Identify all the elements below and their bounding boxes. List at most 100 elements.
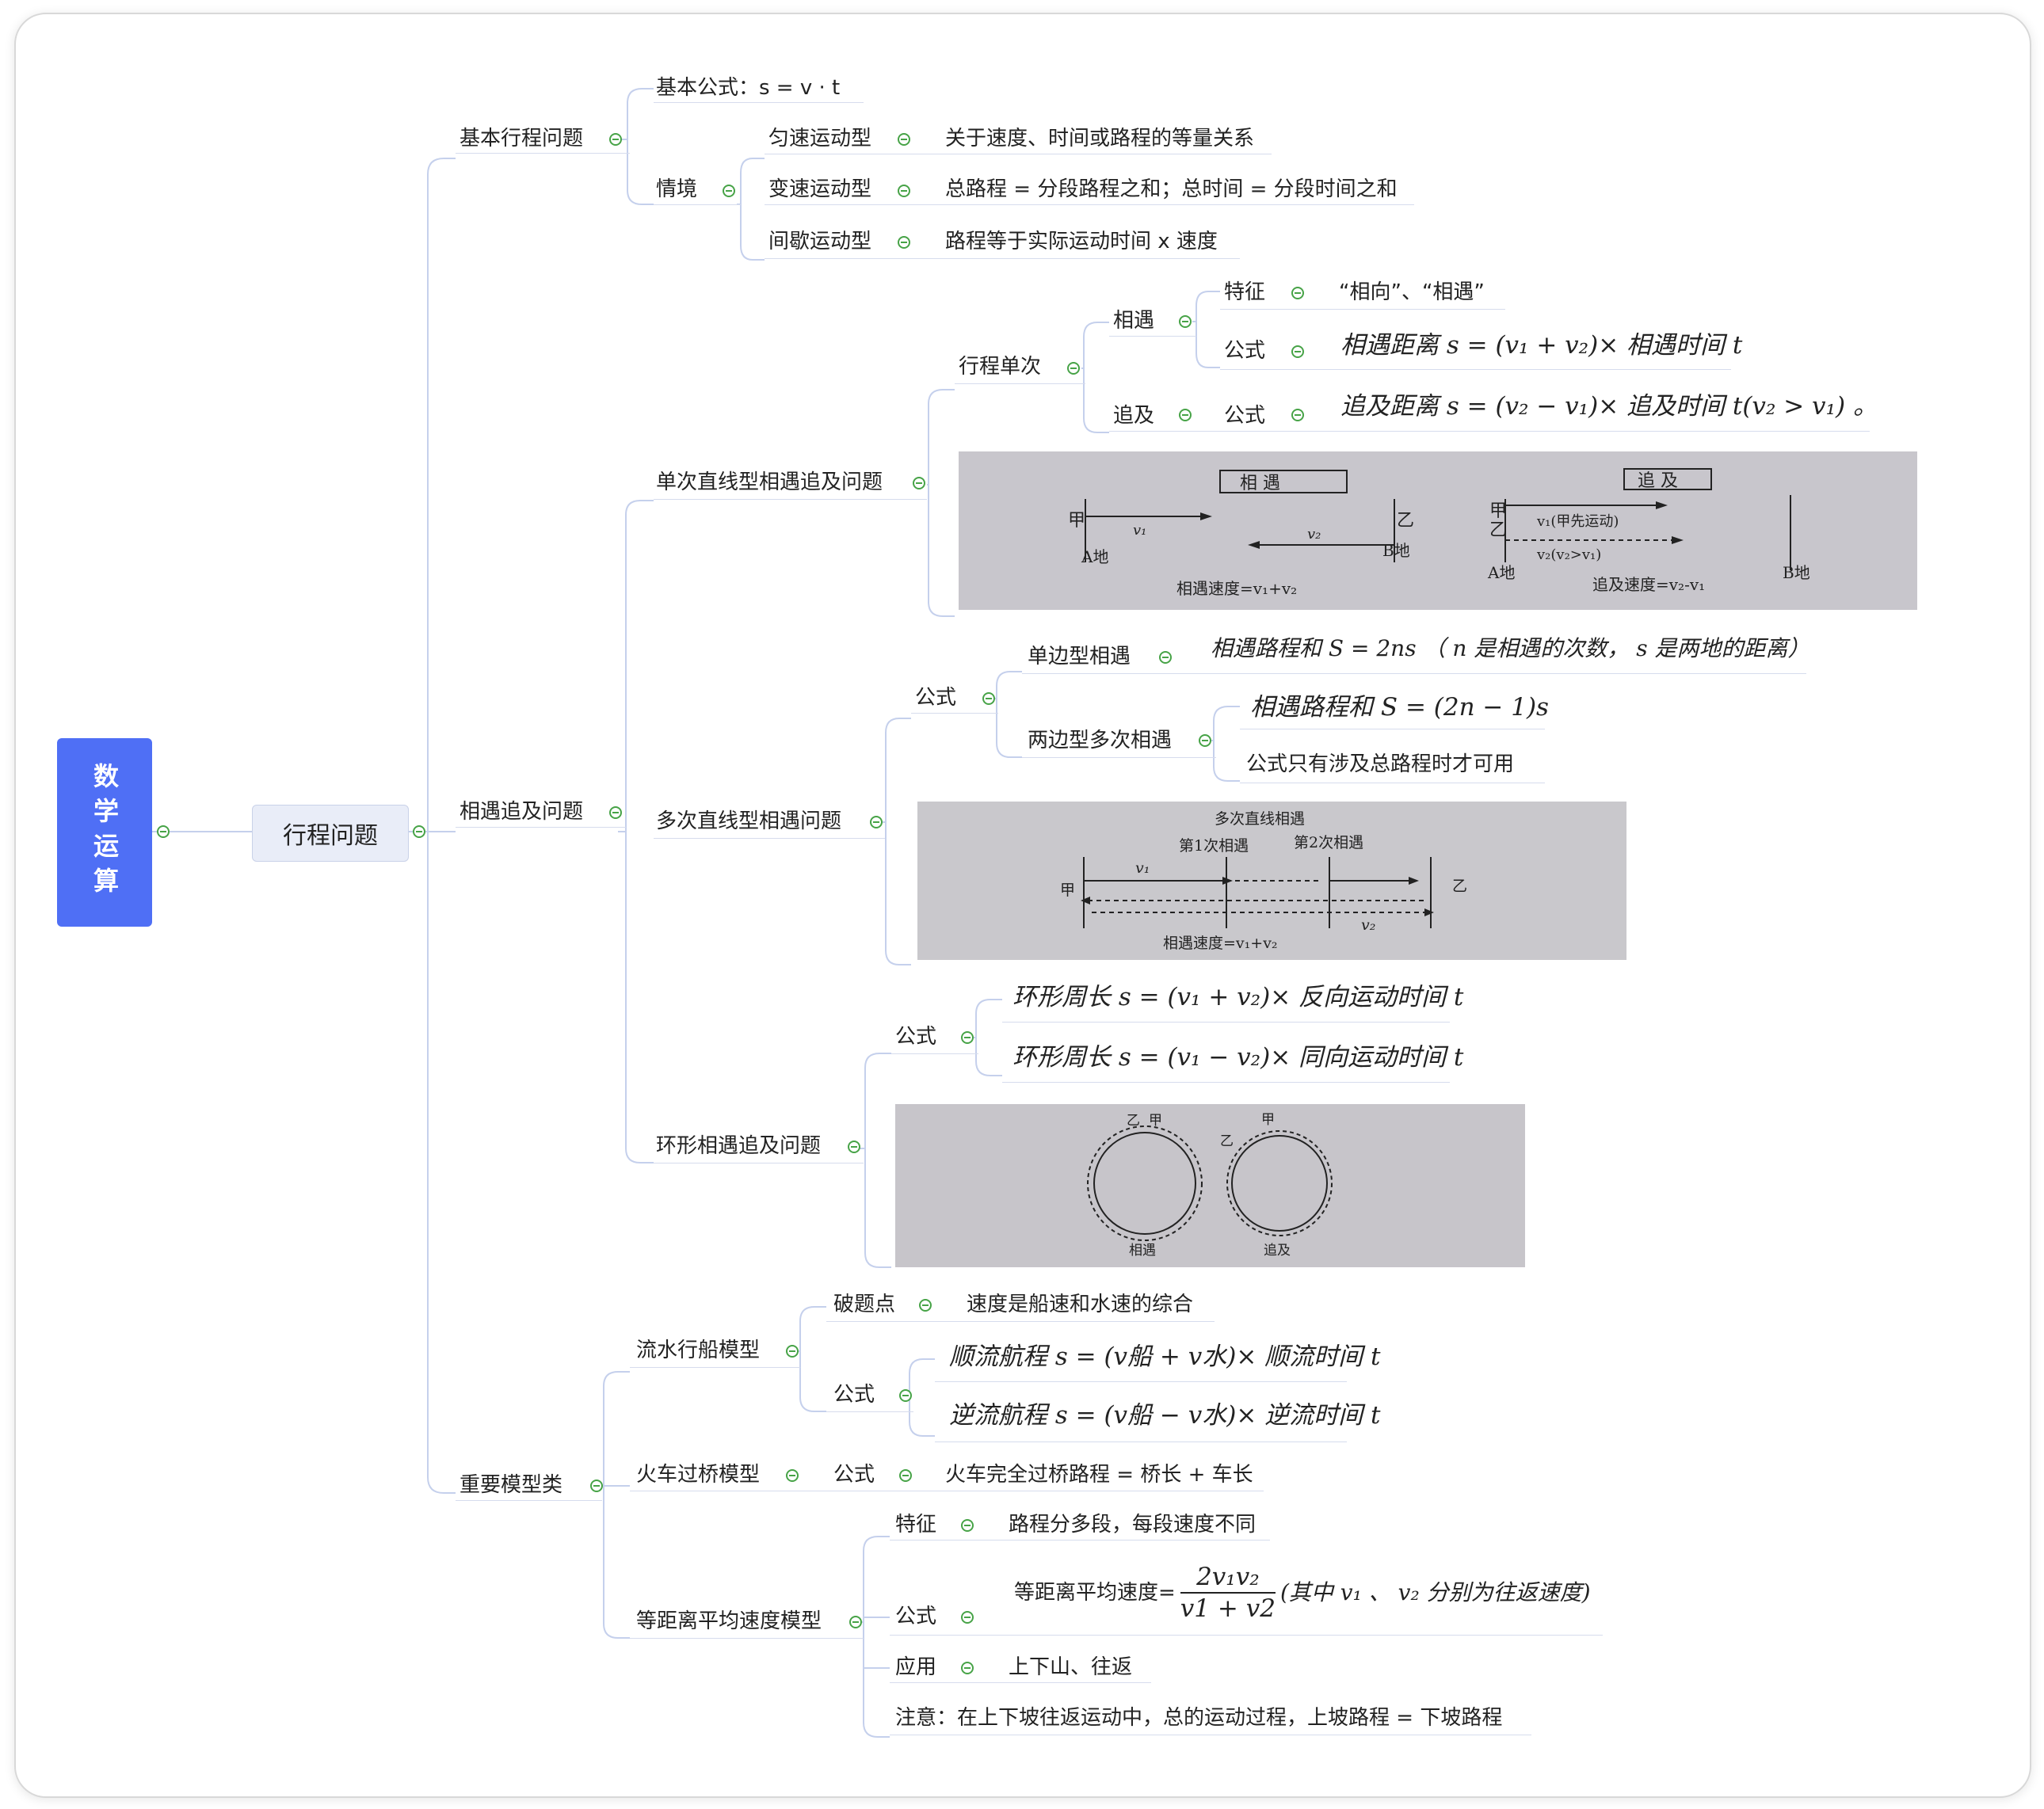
label-formula[interactable]: 公式 bbox=[1224, 404, 1266, 428]
collapse-icon[interactable] bbox=[1199, 734, 1211, 747]
chase-formula[interactable]: 追及距离 s = (v₂ − v₁)× 追及时间 t(v₂ > v₁) 。 bbox=[1340, 392, 1878, 421]
photo2-title: 多次直线相遇 bbox=[1215, 810, 1305, 828]
photo3-meet: 相遇 bbox=[1129, 1243, 1156, 1259]
photo3-yi2: 乙 bbox=[1220, 1133, 1234, 1149]
label-formula[interactable]: 公式 bbox=[833, 1383, 875, 1407]
label-formula[interactable]: 公式 bbox=[895, 1605, 937, 1628]
topic-models[interactable]: 重要模型类 bbox=[460, 1473, 563, 1497]
collapse-icon[interactable] bbox=[786, 1469, 799, 1482]
single-side-formula[interactable]: 相遇路程和 S = 2ns （ n 是相遇的次数， s 是两地的距离） bbox=[1211, 635, 1810, 661]
root-topic[interactable]: 数学运算 bbox=[57, 738, 152, 927]
topic-meet-chase[interactable]: 相遇追及问题 bbox=[460, 800, 584, 824]
boat-downstream-formula[interactable]: 顺流航程 s = (v船 + v水)× 顺流时间 t bbox=[949, 1342, 1381, 1371]
label-feature[interactable]: 特征 bbox=[895, 1513, 937, 1537]
photo3-jia: 甲 bbox=[1149, 1113, 1162, 1129]
main-topic[interactable]: 行程问题 bbox=[252, 805, 409, 862]
photo1-a-di2: A地 bbox=[1487, 563, 1515, 582]
photo1-v1: v₁ bbox=[1133, 522, 1146, 539]
avg-application-text[interactable]: 上下山、往返 bbox=[1009, 1655, 1133, 1679]
collapse-icon[interactable] bbox=[1291, 287, 1304, 299]
type-uniform[interactable]: 匀速运动型 bbox=[768, 127, 872, 150]
label-formula[interactable]: 公式 bbox=[915, 686, 957, 710]
photo2-second: 第2次相遇 bbox=[1294, 834, 1363, 851]
collapse-icon[interactable] bbox=[849, 1616, 862, 1628]
avg-formula-suffix: (其中 v₁ 、 v₂ 分别为往返速度) bbox=[1279, 1579, 1591, 1605]
avg-note[interactable]: 注意：在上下坡往返运动中，总的运动过程，上坡路程 = 下坡路程 bbox=[895, 1706, 1503, 1730]
collapse-icon[interactable] bbox=[961, 1611, 974, 1624]
type-intermittent-desc[interactable]: 路程等于实际运动时间 x 速度 bbox=[945, 230, 1218, 253]
topic-context[interactable]: 情境 bbox=[656, 177, 698, 201]
topic-basic-travel[interactable]: 基本行程问题 bbox=[460, 127, 584, 150]
meet-feature-text[interactable]: “相向”、“相遇” bbox=[1339, 280, 1485, 304]
label-feature[interactable]: 特征 bbox=[1224, 280, 1266, 304]
collapse-icon[interactable] bbox=[898, 236, 910, 249]
collapse-icon[interactable] bbox=[1159, 651, 1172, 664]
avg-feature-text[interactable]: 路程分多段，每段速度不同 bbox=[1009, 1513, 1257, 1537]
topic-train[interactable]: 火车过桥模型 bbox=[636, 1463, 761, 1487]
boat-key-text[interactable]: 速度是船速和水速的综合 bbox=[967, 1293, 1194, 1316]
type-uniform-desc[interactable]: 关于速度、时间或路程的等量关系 bbox=[945, 127, 1255, 150]
photo1-b-di2: B地 bbox=[1783, 563, 1810, 582]
type-variable-desc[interactable]: 总路程 = 分段路程之和；总时间 = 分段时间之和 bbox=[945, 177, 1398, 201]
ring-formula-opposite[interactable]: 环形周长 s = (v₁ + v₂)× 反向运动时间 t bbox=[1012, 983, 1464, 1011]
label-formula[interactable]: 公式 bbox=[833, 1463, 875, 1487]
topic-multi-linear[interactable]: 多次直线型相遇问题 bbox=[656, 809, 842, 833]
collapse-icon[interactable] bbox=[157, 825, 170, 838]
basic-formula[interactable]: 基本公式：s = v · t bbox=[656, 76, 841, 100]
photo1-yi: 乙 bbox=[1397, 511, 1414, 531]
label-formula[interactable]: 公式 bbox=[895, 1025, 937, 1049]
boat-upstream-formula[interactable]: 逆流航程 s = (v船 − v水)× 逆流时间 t bbox=[949, 1401, 1381, 1430]
collapse-icon[interactable] bbox=[898, 185, 910, 197]
double-side-formula[interactable]: 相遇路程和 S = (2n − 1)s bbox=[1250, 693, 1549, 722]
photo1-v2-gt: v₂(v₂>v₁) bbox=[1536, 547, 1601, 563]
collapse-icon[interactable] bbox=[590, 1480, 603, 1492]
collapse-icon[interactable] bbox=[723, 185, 735, 197]
collapse-icon[interactable] bbox=[982, 692, 995, 705]
collapse-icon[interactable] bbox=[961, 1662, 974, 1674]
label-formula[interactable]: 公式 bbox=[1224, 339, 1266, 363]
collapse-icon[interactable] bbox=[413, 825, 425, 838]
label-key-point[interactable]: 破题点 bbox=[833, 1293, 896, 1316]
collapse-icon[interactable] bbox=[1179, 315, 1192, 328]
collapse-icon[interactable] bbox=[870, 816, 883, 828]
topic-avg-speed[interactable]: 等距离平均速度模型 bbox=[636, 1609, 822, 1633]
collapse-icon[interactable] bbox=[961, 1519, 974, 1532]
collapse-icon[interactable] bbox=[848, 1141, 860, 1153]
topic-ring[interactable]: 环形相遇追及问题 bbox=[656, 1134, 822, 1158]
label-application[interactable]: 应用 bbox=[895, 1655, 937, 1679]
double-side-note[interactable]: 公式只有涉及总路程时才可用 bbox=[1246, 752, 1515, 776]
photo1-meet-box: 相 遇 bbox=[1240, 474, 1280, 493]
ring-formula-same[interactable]: 环形周长 s = (v₁ − v₂)× 同向运动时间 t bbox=[1012, 1043, 1464, 1072]
topic-single-linear[interactable]: 单次直线型相遇追及问题 bbox=[656, 470, 883, 494]
type-variable[interactable]: 变速运动型 bbox=[768, 177, 872, 201]
photo2-speed: 相遇速度=v₁+v₂ bbox=[1163, 935, 1278, 952]
collapse-icon[interactable] bbox=[1067, 362, 1080, 375]
topic-boat[interactable]: 流水行船模型 bbox=[636, 1339, 761, 1362]
photo1-v1-first: v₁(甲先运动) bbox=[1536, 513, 1619, 530]
type-intermittent[interactable]: 间歇运动型 bbox=[768, 230, 872, 253]
collapse-icon[interactable] bbox=[899, 1389, 912, 1402]
collapse-icon[interactable] bbox=[898, 133, 910, 146]
collapse-icon[interactable] bbox=[961, 1031, 974, 1044]
collapse-icon[interactable] bbox=[1291, 409, 1304, 421]
collapse-icon[interactable] bbox=[1291, 345, 1304, 358]
photo2-v2: v₂ bbox=[1361, 916, 1375, 934]
photo1-yi2: 乙 bbox=[1489, 520, 1507, 540]
meet-formula[interactable]: 相遇距离 s = (v₁ + v₂)× 相遇时间 t bbox=[1340, 331, 1743, 360]
single-side-meet[interactable]: 单边型相遇 bbox=[1028, 645, 1131, 668]
collapse-icon[interactable] bbox=[1179, 409, 1192, 421]
topic-chase[interactable]: 追及 bbox=[1113, 404, 1155, 428]
train-formula[interactable]: 火车完全过桥路程 = 桥长 + 车长 bbox=[945, 1463, 1253, 1487]
photo3-yi: 乙 bbox=[1127, 1113, 1140, 1129]
topic-single-once[interactable]: 行程单次 bbox=[959, 355, 1042, 379]
double-side-meet[interactable]: 两边型多次相遇 bbox=[1028, 729, 1173, 752]
collapse-icon[interactable] bbox=[899, 1469, 912, 1482]
collapse-icon[interactable] bbox=[919, 1299, 932, 1312]
photo-multi-meet-diagram: 多次直线相遇 第1次相遇 第2次相遇 甲 乙 v₁ v₂ 相遇速度=v₁+v₂ bbox=[917, 802, 1626, 960]
collapse-icon[interactable] bbox=[609, 806, 622, 819]
collapse-icon[interactable] bbox=[609, 133, 622, 146]
topic-meet[interactable]: 相遇 bbox=[1113, 309, 1155, 333]
collapse-icon[interactable] bbox=[913, 477, 925, 489]
collapse-icon[interactable] bbox=[786, 1345, 799, 1358]
